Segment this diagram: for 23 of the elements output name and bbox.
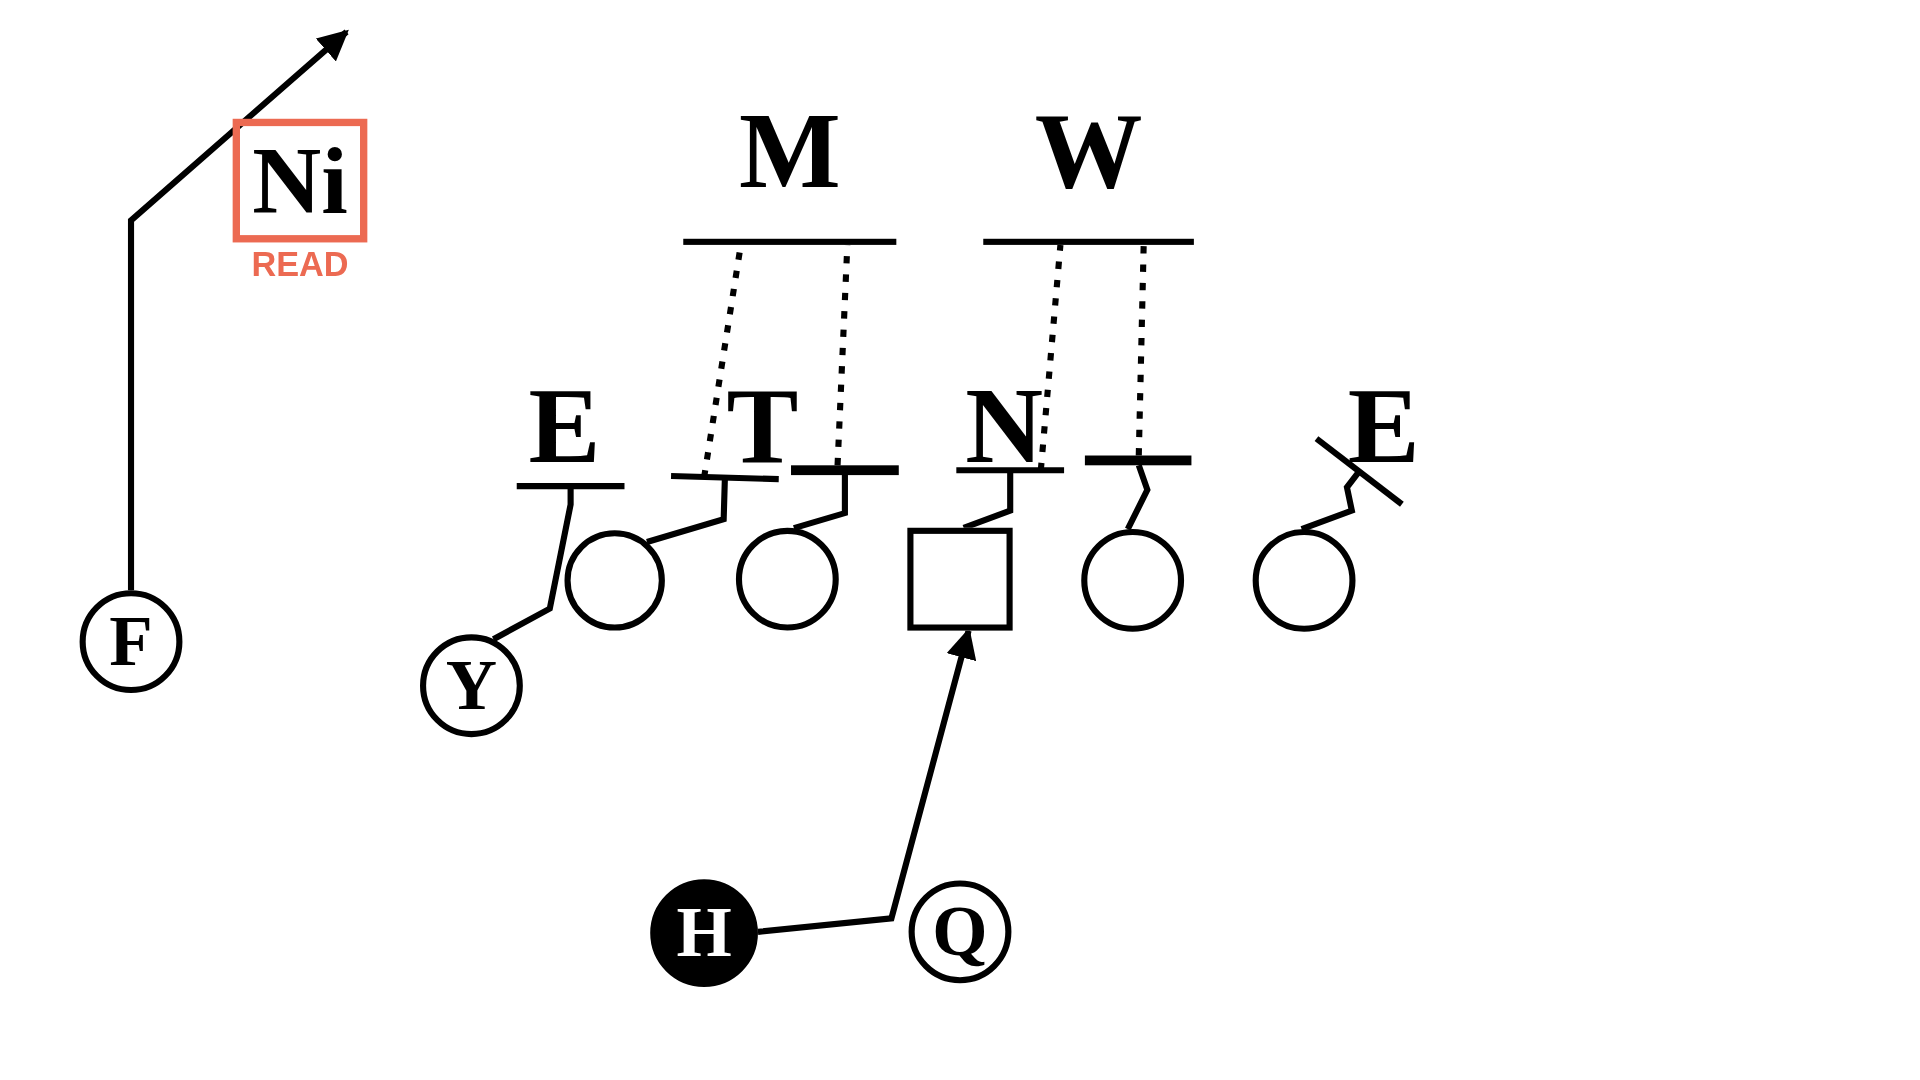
position-letter: W	[1034, 97, 1143, 206]
line	[793, 475, 848, 532]
block-line	[1300, 435, 1405, 532]
position-letter: Y	[445, 650, 498, 722]
position-letter: T	[726, 372, 799, 480]
center-square	[907, 527, 1013, 631]
block-bar	[1084, 455, 1192, 466]
position-letter: Ni	[252, 132, 348, 229]
line	[1125, 464, 1151, 531]
position-letter: E	[1347, 372, 1420, 480]
position-letter: F	[109, 606, 153, 678]
dotted-line	[1135, 244, 1147, 456]
read-box	[232, 118, 368, 243]
position-letter: Q	[932, 896, 988, 968]
position-letter: M	[738, 97, 841, 206]
read-label: READ	[250, 247, 350, 282]
position-letter: E	[528, 372, 601, 480]
arrow	[127, 29, 349, 591]
dotted-line	[1037, 244, 1064, 471]
position-letter: H	[676, 897, 732, 969]
position-letter: N	[965, 372, 1043, 480]
block-line	[646, 472, 782, 545]
block-bar	[791, 465, 899, 476]
